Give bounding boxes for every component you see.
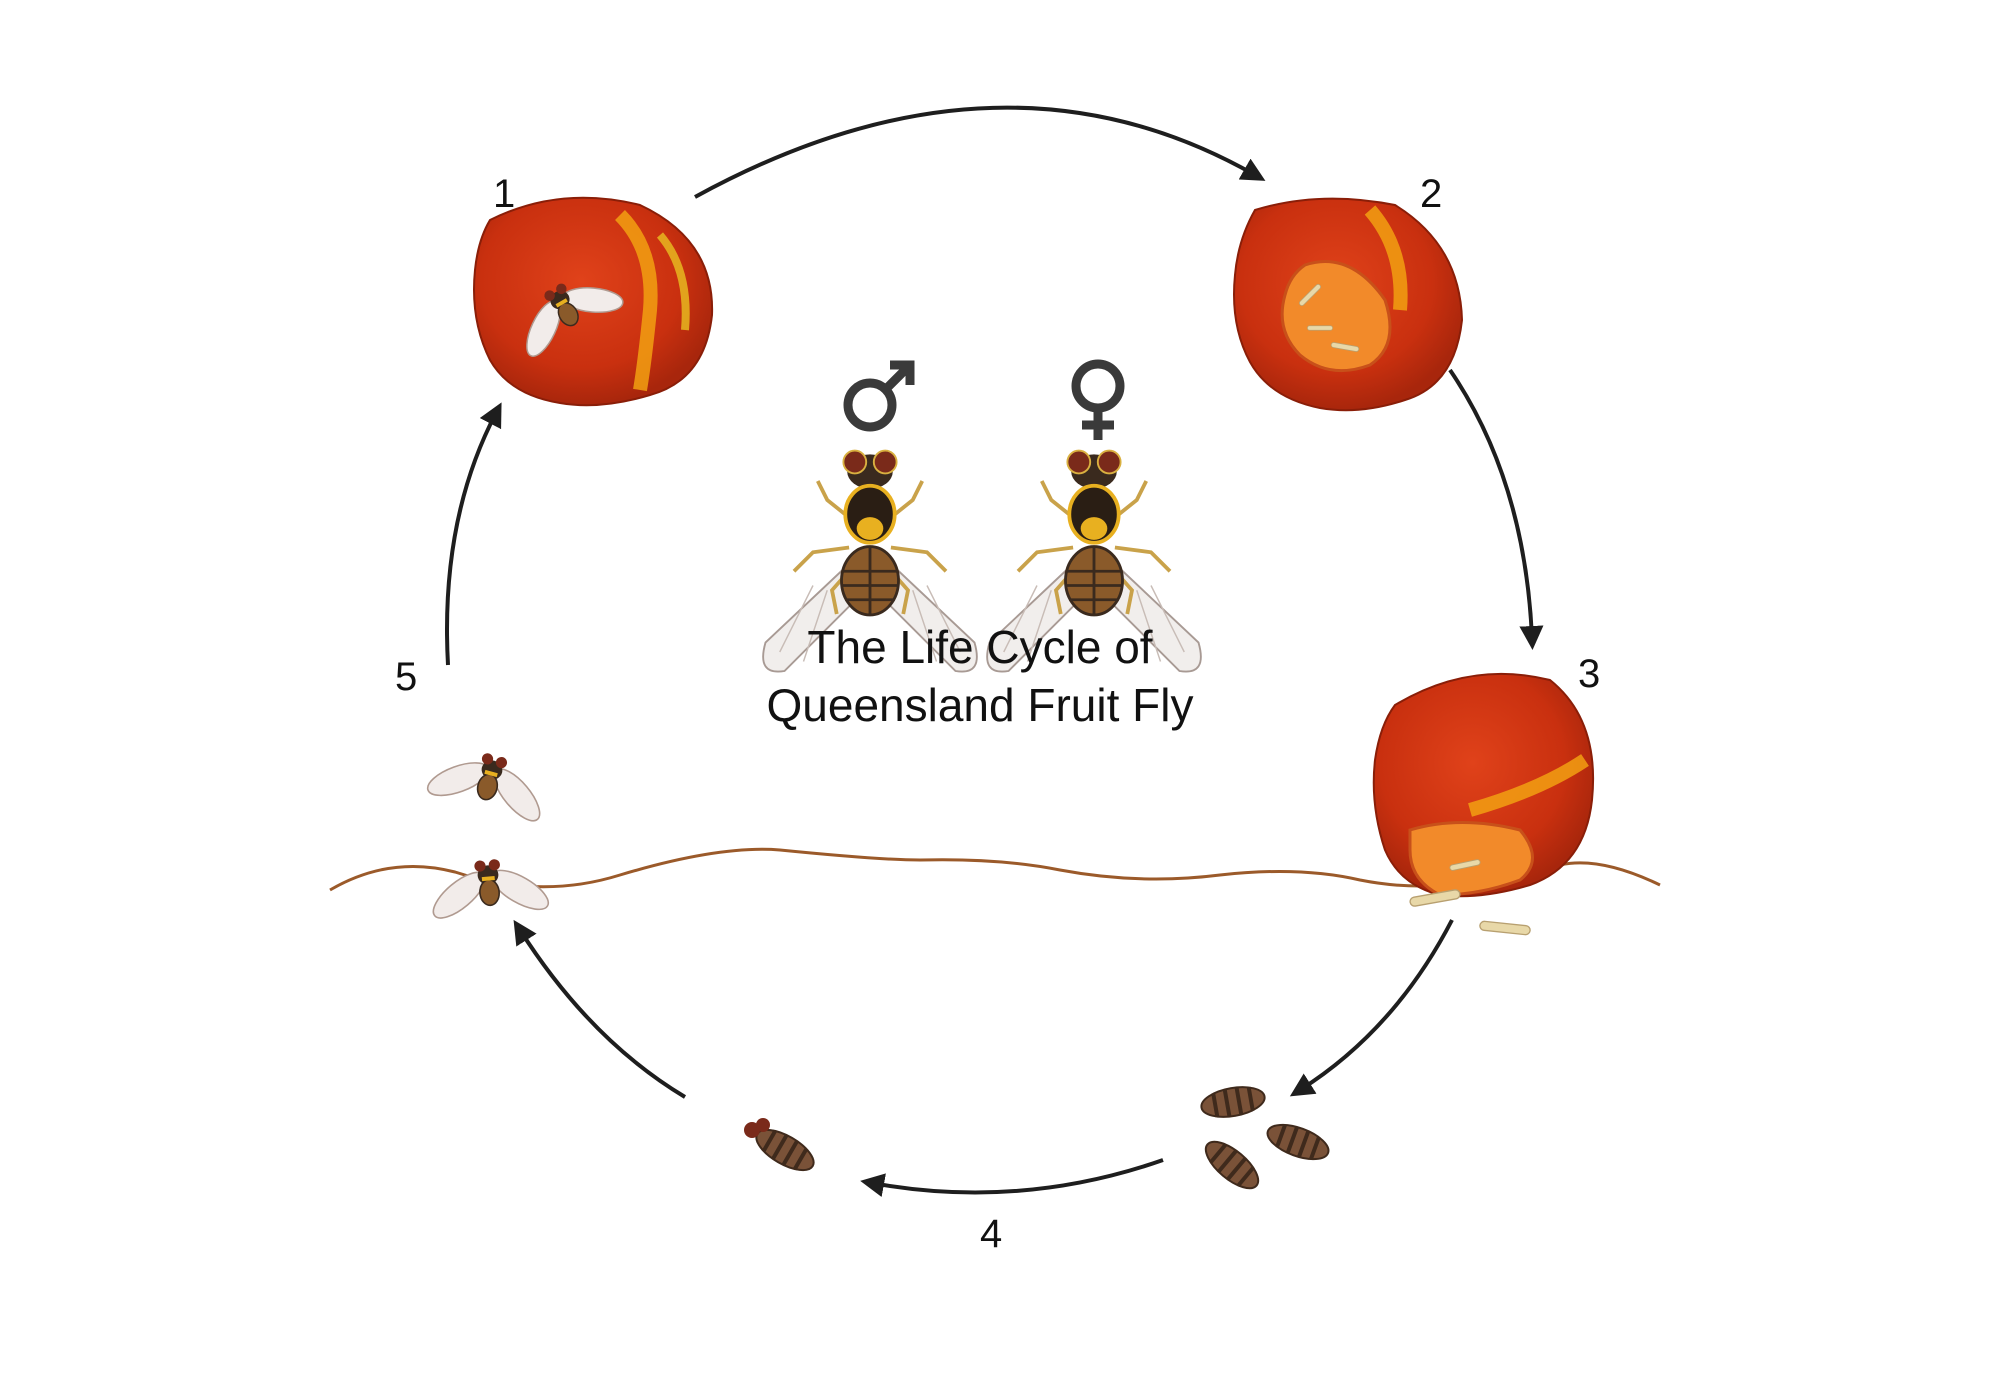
- adult-fly-icon: [422, 853, 557, 928]
- fruit-stage-3: [1372, 672, 1595, 898]
- pupa-icon: [1197, 1080, 1269, 1124]
- step-label-2: 2: [1420, 172, 1443, 216]
- step-label-1: 1: [493, 172, 516, 216]
- arrow-1-to-2: [694, 105, 1266, 199]
- step-label-4: 4: [980, 1212, 1003, 1256]
- arrow-3-to-pupae: [1289, 919, 1454, 1097]
- arrow-5-to-1: [445, 402, 502, 666]
- larva-icon: [1478, 920, 1532, 936]
- arrow-pupae-to-emerging: [860, 1158, 1164, 1197]
- male-symbol: [843, 360, 915, 432]
- arrow-emerging-to-adults: [513, 919, 687, 1099]
- step-label-5: 5: [395, 655, 418, 699]
- pupa-icon: [1196, 1131, 1268, 1199]
- fruit-stage-1: [473, 196, 714, 407]
- cycle-arrows: [445, 105, 1544, 1197]
- diagram-title: The Life Cycle of Queensland Fruit Fly: [700, 618, 1260, 734]
- step-label-3: 3: [1578, 652, 1601, 696]
- emerging-fly: [744, 1118, 822, 1181]
- fruit-stage-2: [1233, 197, 1464, 412]
- larva-icon: [1307, 325, 1333, 331]
- female-symbol: [1071, 359, 1125, 440]
- title-line-2: Queensland Fruit Fly: [766, 679, 1194, 731]
- arrow-2-to-3: [1448, 368, 1544, 650]
- pupa-icon: [1261, 1115, 1335, 1169]
- adult-fly-icon: [417, 737, 559, 833]
- title-line-1: The Life Cycle of: [807, 621, 1153, 673]
